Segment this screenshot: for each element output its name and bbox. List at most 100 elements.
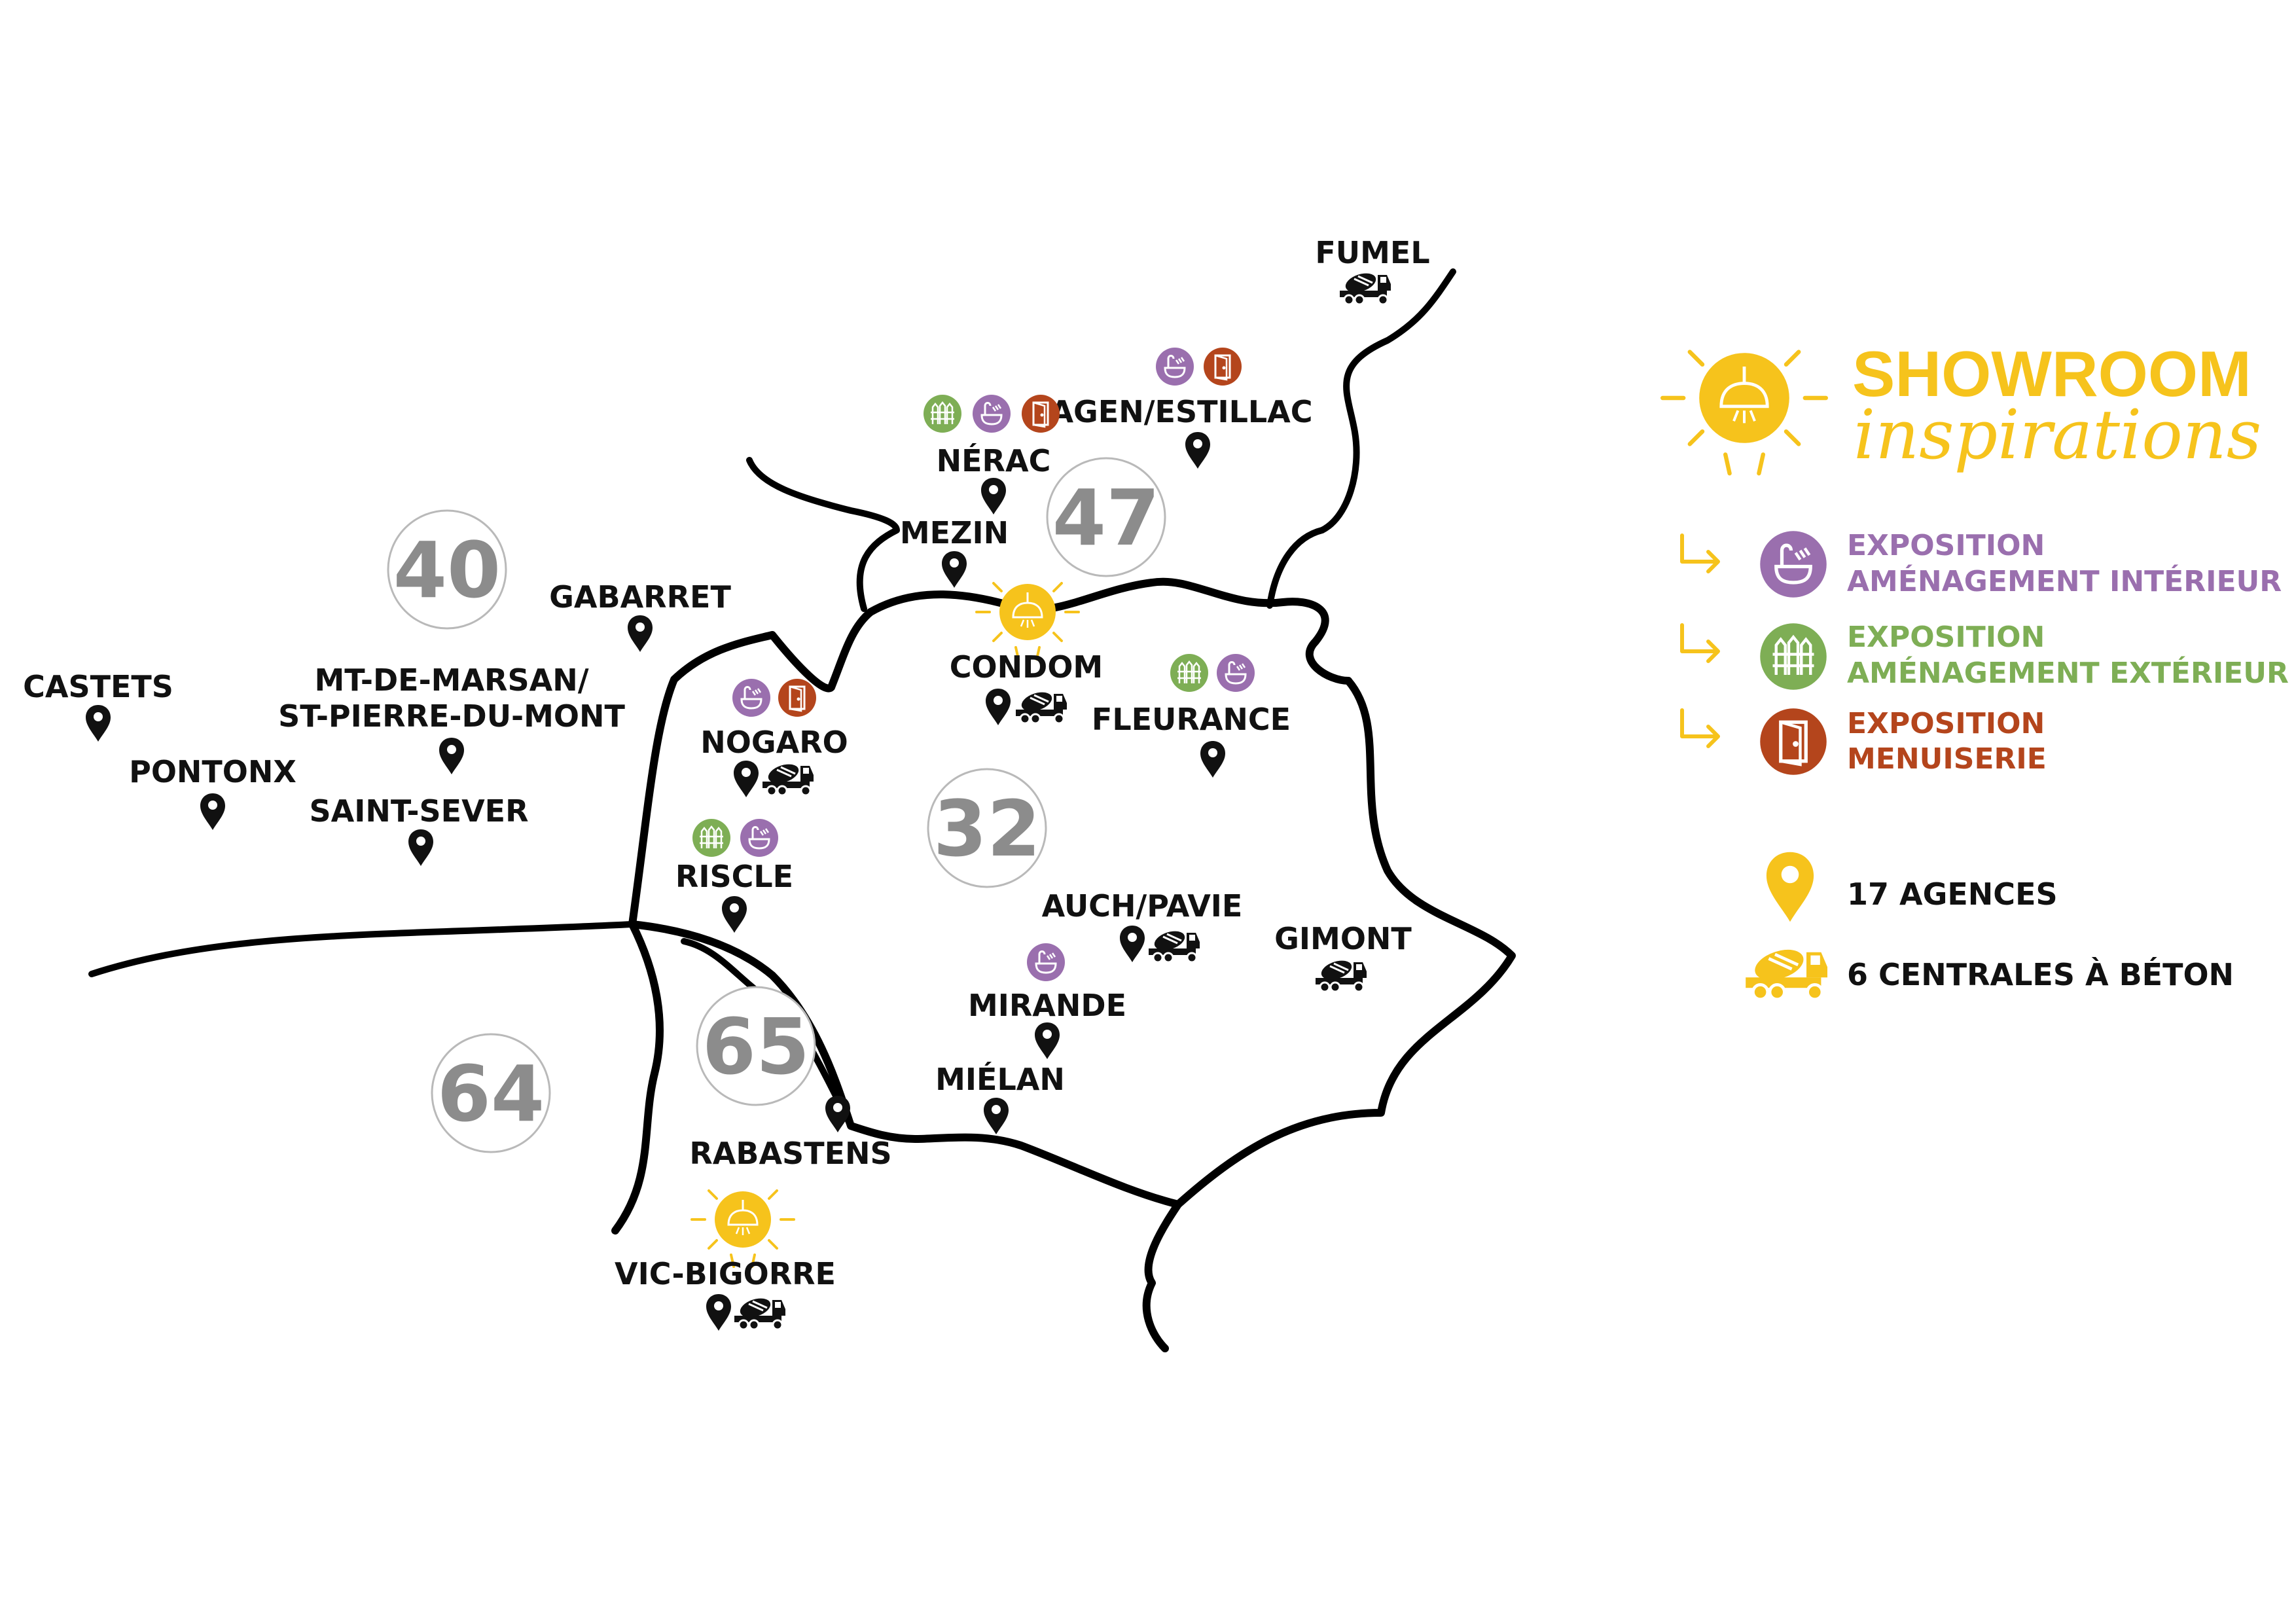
joinery-badge-icon [1202,346,1243,387]
city-label: MT-DE-MARSAN/ [314,662,588,698]
dept-label: 64 [437,1049,545,1139]
city-label: SAINT-SEVER [309,793,528,829]
city-pontonx[interactable]: PONTONX [129,754,296,830]
interior-badge-icon [1155,346,1195,387]
city-gimont[interactable]: GIMONT [1274,921,1412,993]
department-32: 32 [927,768,1047,888]
city-label: PONTONX [129,754,296,789]
arrow-icon [1680,708,1720,748]
joinery-badge-icon [1760,708,1827,775]
legend-count-agences: 17 AGENCES [1766,852,2058,922]
city-label: FUMEL [1315,235,1429,270]
dept-label: 47 [1052,473,1160,563]
pin-icon [86,705,111,742]
cement-truck-icon [1014,687,1068,725]
city-rabastens[interactable]: RABASTENS [689,1096,892,1171]
department-65: 65 [696,986,816,1106]
legend-item-line2: AMÉNAGEMENT EXTÉRIEUR [1847,655,2289,690]
city-saint-sever[interactable]: SAINT-SEVER [309,793,529,866]
pin-icon [1120,926,1145,962]
city-agen-estillac[interactable]: AGEN/ESTILLAC [1050,346,1313,469]
city-nogaro[interactable]: NOGARO [700,677,848,797]
city-label: CASTETS [23,669,173,704]
department-borders [88,268,1516,1352]
arrow-icon [1680,623,1720,663]
pin-icon [408,829,433,866]
pin-icon [439,738,464,774]
cement-truck-icon [1746,949,1827,1001]
cement-truck-icon [733,1293,787,1331]
pin-icon [986,689,1011,725]
city-gabarret[interactable]: GABARRET [549,579,731,652]
arrow-icon [1680,533,1720,573]
city-mirande[interactable]: MIRANDE [968,942,1126,1059]
legend-item-joinery: EXPOSITION MENUISERIE [1680,707,2047,776]
showroom-lamp-icon [1662,352,1826,474]
city-label: VIC-BIGORRE [615,1256,836,1291]
city-label: NÉRAC [937,443,1051,478]
legend-item-line1: EXPOSITION [1847,621,2045,654]
dept-label: 65 [702,1001,810,1092]
exterior-badge-icon [922,393,963,434]
exterior-badge-icon [1169,653,1210,693]
interior-badge-icon [731,677,772,718]
city-riscle[interactable]: RISCLE [675,818,793,933]
city-fumel[interactable]: FUMEL [1315,235,1430,306]
city-label: RISCLE [675,859,793,894]
exterior-badge-icon [1760,623,1827,690]
pin-icon [722,896,747,933]
city-mont-de-marsan[interactable]: MT-DE-MARSAN/ ST-PIERRE-DU-MONT [278,662,626,774]
city-label: AUCH/PAVIE [1042,888,1243,924]
joinery-badge-icon [777,677,817,718]
legend-item-line1: EXPOSITION [1847,707,2045,740]
interior-badge-icon [1760,531,1827,598]
pin-icon [734,761,759,797]
pin-icon [200,793,225,830]
showroom-lamp-icon [691,1189,795,1268]
legend-count-centrales: 6 CENTRALES À BÉTON [1746,949,2234,1001]
legend-item-line2: AMÉNAGEMENT INTÉRIEUR [1847,564,2282,598]
city-castets[interactable]: CASTETS [23,669,173,742]
legend-showroom: SHOWROOM inspirations [1662,338,2261,475]
legend-item-line2: MENUISERIE [1847,742,2047,776]
pin-icon [1200,741,1225,778]
pin-icon [706,1294,731,1331]
cement-truck-icon [1314,956,1368,993]
city-nerac[interactable]: NÉRAC [922,393,1061,514]
city-fleurance[interactable]: FLEURANCE [1092,653,1291,778]
city-label: ST-PIERRE-DU-MONT [278,698,625,734]
interior-badge-icon [1215,653,1256,693]
pin-icon [984,1098,1009,1134]
legend-item-line1: EXPOSITION [1847,529,2045,562]
legend-title: SHOWROOM [1852,338,2251,410]
city-label: GABARRET [549,579,731,615]
pin-icon [981,478,1006,514]
city-label: FLEURANCE [1092,702,1291,737]
city-label: NOGARO [700,725,848,760]
city-label: MIRANDE [968,988,1126,1023]
city-label: MIÉLAN [935,1062,1065,1097]
interior-badge-icon [971,393,1012,434]
cement-truck-icon [1147,926,1201,964]
legend-item-interior: EXPOSITION AMÉNAGEMENT INTÉRIEUR [1680,529,2282,598]
cement-truck-icon [1338,268,1392,306]
department-47: 47 [1046,457,1166,577]
pin-icon [628,615,653,652]
city-label: AGEN/ESTILLAC [1050,394,1312,429]
city-label: RABASTENS [689,1136,891,1171]
dept-label: 32 [933,784,1041,874]
department-64: 64 [431,1033,551,1153]
legend-item-exterior: EXPOSITION AMÉNAGEMENT EXTÉRIEUR [1680,621,2289,690]
legend-count-label: 6 CENTRALES À BÉTON [1847,957,2234,992]
city-auch-pavie[interactable]: AUCH/PAVIE [1042,888,1243,964]
legend-subtitle: inspirations [1854,395,2261,475]
city-mielan[interactable]: MIÉLAN [935,1062,1065,1134]
city-condom[interactable]: CONDOM [950,582,1103,725]
city-mezin[interactable]: MEZIN [900,515,1009,588]
cement-truck-icon [761,759,815,797]
city-vic-bigorre[interactable]: VIC-BIGORRE [615,1189,836,1331]
pin-icon [1766,852,1814,922]
interior-badge-icon [1026,942,1066,983]
pin-icon [1185,432,1210,469]
